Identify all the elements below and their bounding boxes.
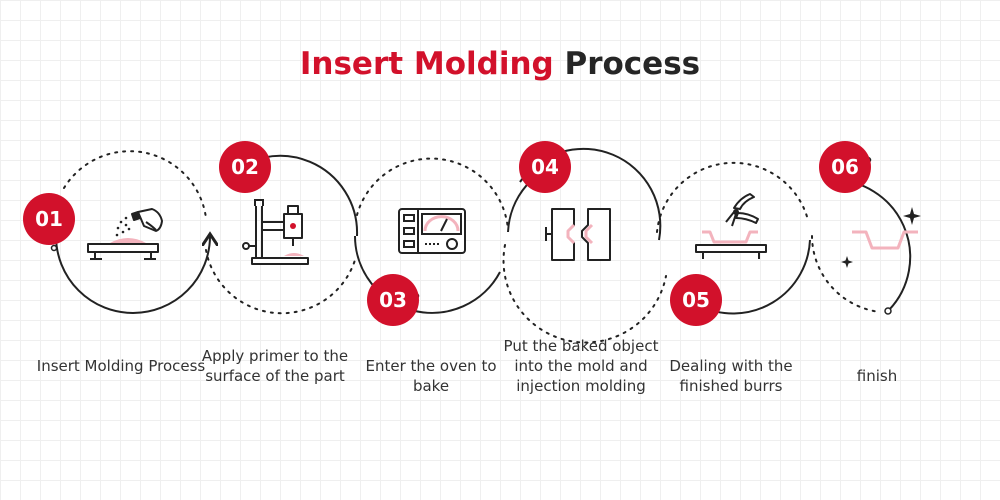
sparkle-icon <box>903 207 921 225</box>
step-label-06: finish <box>856 367 898 385</box>
step-label-03: Enter the oven to bake <box>365 357 497 395</box>
spray-on-scale-icon <box>87 208 163 260</box>
svg-text:04: 04 <box>531 155 559 179</box>
step-badges: 01 02 03 04 05 06 <box>23 141 871 326</box>
arc-1-bottom-solid <box>55 236 210 314</box>
title-rest: Process <box>564 46 701 82</box>
arc-5-top-dotted <box>656 161 809 233</box>
arc-3-top-dotted <box>356 157 509 231</box>
title-accent: Insert Molding <box>299 46 554 82</box>
step-badge-05: 05 <box>670 274 722 326</box>
step-label-04: Put the baked object into the mold and i… <box>503 337 659 395</box>
arc-5-bottom-solid <box>699 239 811 315</box>
step-badge-04: 04 <box>519 141 571 193</box>
finished-part-icon <box>841 207 921 268</box>
arc-1-top-dotted <box>63 150 207 219</box>
arc-4-bottom-dotted <box>502 244 667 344</box>
step-badge-01: 01 <box>23 193 75 245</box>
arc-6-left-dotted <box>811 235 881 313</box>
svg-text:03: 03 <box>379 288 407 312</box>
pliers-icon <box>695 193 767 259</box>
flow-end-dot <box>884 307 892 315</box>
page-title: Insert Molding Process <box>0 46 1000 82</box>
sparkle-icon-small <box>841 256 853 268</box>
mold-icon <box>545 208 611 261</box>
step-badge-06: 06 <box>819 141 871 193</box>
step-badge-02: 02 <box>219 141 271 193</box>
step-badge-03: 03 <box>367 274 419 326</box>
primer-press-icon <box>242 199 309 265</box>
svg-text:06: 06 <box>831 155 859 179</box>
oven-icon <box>398 208 466 254</box>
step-label-02: Apply primer to the surface of the part <box>201 347 349 385</box>
svg-text:01: 01 <box>35 207 63 231</box>
svg-text:05: 05 <box>682 288 710 312</box>
step-label-01: Insert Molding Process <box>36 357 206 375</box>
process-flow <box>55 147 912 344</box>
svg-text:02: 02 <box>231 155 259 179</box>
step-label-05: Dealing with the finished burrs <box>669 357 793 395</box>
